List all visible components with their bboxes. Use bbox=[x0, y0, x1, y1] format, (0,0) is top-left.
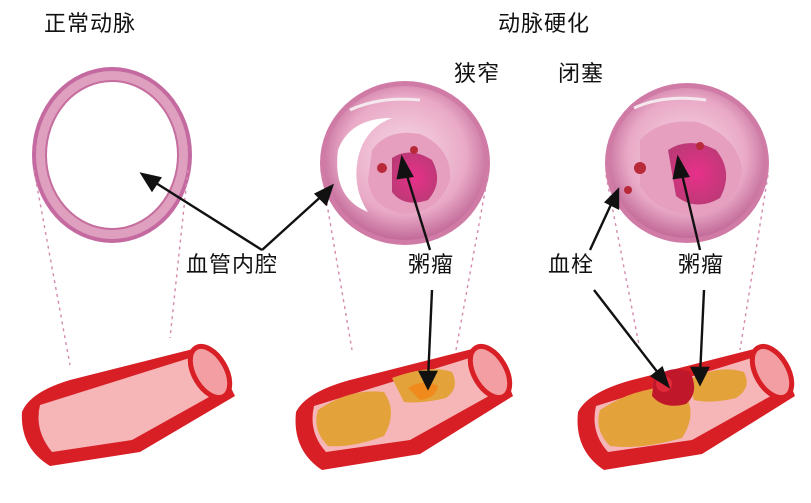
occlusion-cross-section bbox=[605, 83, 769, 243]
label-thrombus: 血栓 bbox=[548, 253, 595, 278]
label-lumen: 血管内腔 bbox=[186, 253, 279, 278]
normal-vessel bbox=[21, 343, 235, 466]
label-atheroma-1: 粥瘤 bbox=[408, 253, 455, 278]
label-stenosis: 狭窄 bbox=[454, 62, 501, 87]
label-normal-artery: 正常动脉 bbox=[44, 12, 137, 37]
stenosis-vessel bbox=[295, 343, 513, 470]
label-atheroma-2: 粥瘤 bbox=[678, 253, 725, 278]
leader-arrows bbox=[139, 154, 710, 391]
label-occlusion: 闭塞 bbox=[558, 62, 605, 87]
normal-cross-section bbox=[32, 67, 192, 243]
label-atherosclerosis: 动脉硬化 bbox=[498, 12, 591, 37]
occlusion-vessel bbox=[577, 343, 795, 470]
